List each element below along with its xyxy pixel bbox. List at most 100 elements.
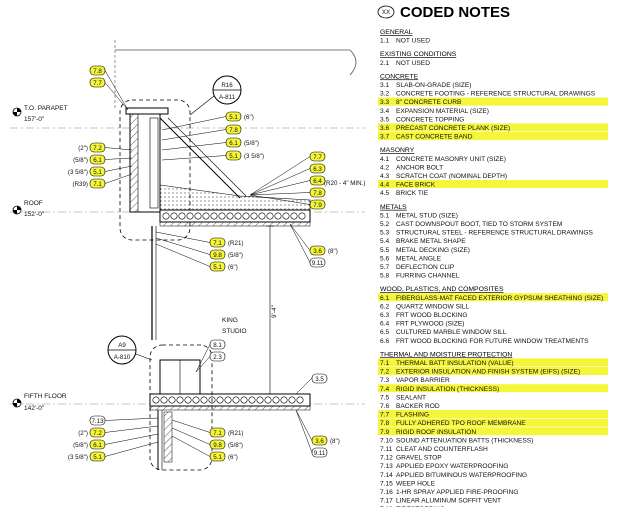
note-text: EXTERIOR INSULATION AND FINISH SYSTEM (E… xyxy=(396,369,580,376)
note-text: METAL STUD (SIZE) xyxy=(396,212,458,219)
leader-line xyxy=(249,168,311,196)
note-highlight xyxy=(378,180,608,188)
note-item: 5.3 STRUCTURAL STEEL - REFERENCE STRUCTUR… xyxy=(380,230,593,237)
note-highlight xyxy=(378,410,608,418)
note-code: 3.4 xyxy=(380,108,389,115)
roof-assembly xyxy=(159,184,311,227)
note-tag: 7.7 xyxy=(89,77,106,88)
note-text: FIBERGLASS-MAT FACED EXTERIOR GYPSUM SHE… xyxy=(396,295,603,302)
wall-section-drawing: T.O. PARAPET 157'-0" ROOF 152'-0" FIFTH … xyxy=(10,40,365,471)
note-tag-code: 7.7 xyxy=(313,154,322,161)
note-text: CAST DOWNSPOUT BOOT, TIED TO STORM SYSTE… xyxy=(396,221,562,228)
note-code: 2.1 xyxy=(380,60,389,67)
note-text: APPLIED EPOXY WATERPROOFING xyxy=(396,463,508,470)
note-tag-code: 9.11 xyxy=(314,450,326,457)
note-code: 5.3 xyxy=(380,230,389,237)
note-tag-code: 9.8 xyxy=(213,442,222,449)
tag-dimension: (2") xyxy=(78,430,88,437)
leader-line xyxy=(195,356,211,373)
tag-dimension: (5/8") xyxy=(228,252,243,259)
note-code: 4.2 xyxy=(380,164,389,171)
leader-line xyxy=(155,231,211,243)
note-text: METAL ANGLE xyxy=(396,255,442,262)
note-tag: 6.1 xyxy=(89,154,106,165)
tag-dimension: (6") xyxy=(228,454,238,461)
note-tag-code: 6.1 xyxy=(229,140,238,147)
notes-title: CODED NOTES xyxy=(400,4,510,21)
note-tag: 6.1 xyxy=(89,439,106,450)
note-text: 1-HR SPRAY APPLIED FIRE-PROOFING xyxy=(396,489,519,496)
svg-text:R16: R16 xyxy=(221,82,233,89)
note-tag-code: 5.1 xyxy=(93,169,102,176)
tag-dimension: (3 5/8") xyxy=(68,169,88,176)
note-code: 7.8 xyxy=(380,420,389,427)
note-code: 7.10 xyxy=(380,437,393,444)
note-tag: 5.1 xyxy=(89,451,106,462)
note-tag: 7.13 xyxy=(89,415,106,426)
note-tag-code: 9.8 xyxy=(213,252,222,259)
note-item: 3.5 CONCRETE TOPPING xyxy=(380,116,464,123)
note-text: CONCRETE TOPPING xyxy=(396,116,464,123)
detail-callout-frame xyxy=(149,344,213,471)
note-tag: 5.1 xyxy=(209,261,226,272)
notes-section-heading: GENERAL xyxy=(380,29,413,36)
note-code: 4.1 xyxy=(380,156,389,163)
note-code: 3.5 xyxy=(380,116,389,123)
note-tag: 7.8 xyxy=(309,187,326,198)
note-code: 7.15 xyxy=(380,480,393,487)
note-highlight xyxy=(378,132,608,140)
note-code: 7.14 xyxy=(380,472,393,479)
note-code: 7.6 xyxy=(380,403,389,410)
roof-slope-note: (R20 - 4" MIN.) xyxy=(324,180,365,187)
level-elevation: 157'-0" xyxy=(24,116,45,123)
level-elevation: 142'-0" xyxy=(24,405,45,412)
note-highlight xyxy=(378,427,608,436)
note-tag: 6.3 xyxy=(309,163,326,174)
leader-line xyxy=(104,157,133,160)
leader-line xyxy=(161,129,227,141)
leader-line xyxy=(195,344,211,373)
level-name: FIFTH FLOOR xyxy=(24,393,67,400)
note-code: 6.3 xyxy=(380,312,389,319)
note-code: 7.1 xyxy=(380,360,389,367)
note-tag: 6.1 xyxy=(225,137,242,148)
note-code: 7.3 xyxy=(380,377,389,384)
note-text: FRT WOOD BLOCKING xyxy=(396,312,468,319)
detail-reference-bottom: A9 A-810 xyxy=(107,335,153,365)
note-text: GRAVEL STOP xyxy=(396,455,442,462)
note-text: VAPOR BARRIER xyxy=(396,377,450,384)
note-text: CAST CONCRETE BAND xyxy=(396,134,473,141)
tag-dimension: (R21) xyxy=(228,430,243,437)
note-text: FURRING CHANNEL xyxy=(396,273,460,280)
leader-line xyxy=(104,165,133,172)
note-text: BACKER ROD xyxy=(396,403,440,410)
level-elevation: 152'-0" xyxy=(24,211,45,218)
note-tag-code: 5.1 xyxy=(213,454,222,461)
level-name: T.O. PARAPET xyxy=(24,105,68,112)
note-tag-code: 5.1 xyxy=(229,153,238,160)
note-tag: 9.11 xyxy=(311,447,328,458)
leader-line xyxy=(104,433,159,445)
leader-line xyxy=(104,417,159,421)
note-text: NOT USED xyxy=(396,60,430,67)
leader-line xyxy=(171,427,211,445)
tag-dimension: (R39) xyxy=(73,181,88,188)
note-tag: 7.7 xyxy=(309,151,326,162)
leader-line xyxy=(104,70,129,111)
note-text: STRUCTURAL STEEL - REFERENCE STRUCTURAL … xyxy=(396,230,593,237)
note-tag-code: 7.1 xyxy=(213,240,222,247)
note-code: 6.5 xyxy=(380,329,389,336)
tag-dimension: (3 5/8") xyxy=(244,153,264,160)
